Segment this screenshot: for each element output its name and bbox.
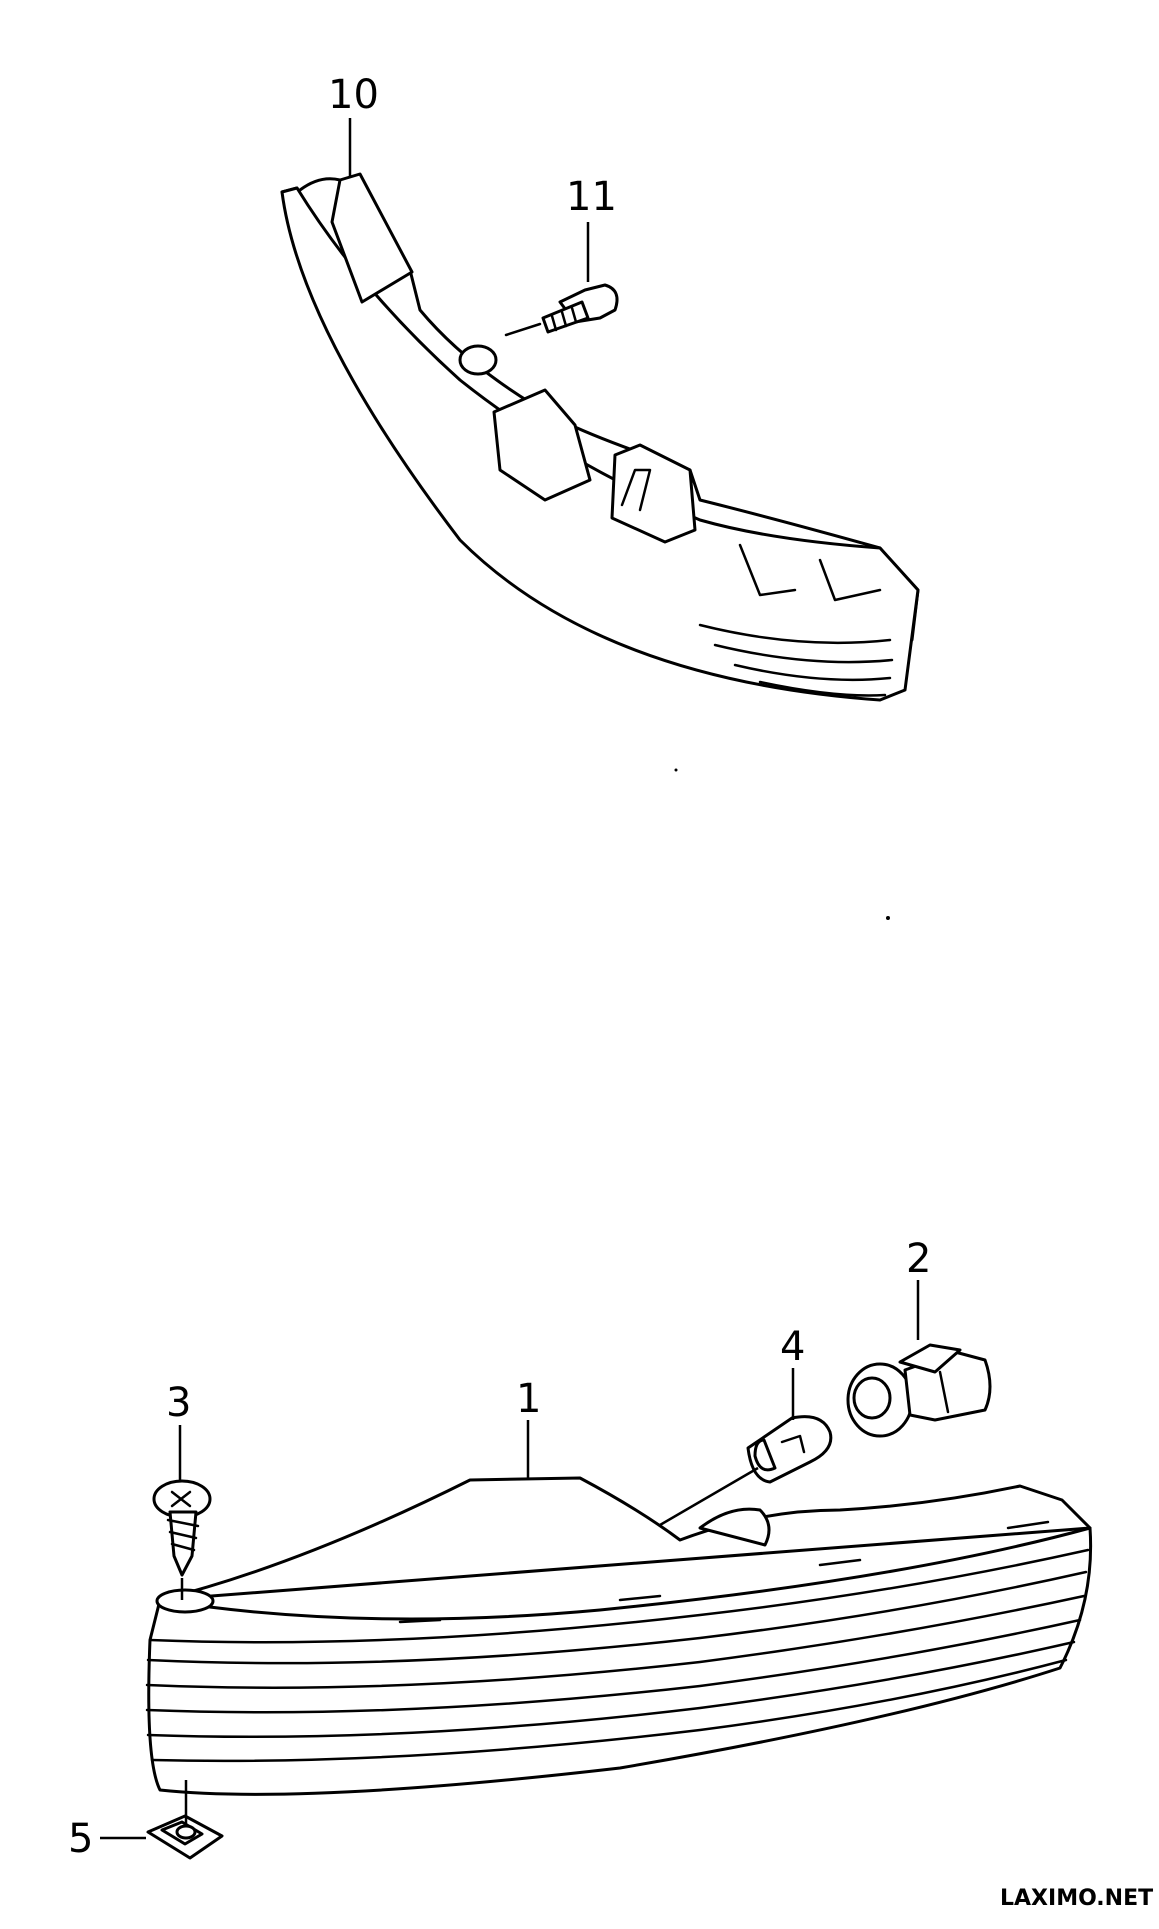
- part-2-bulb-socket[interactable]: [846, 1343, 992, 1438]
- part-11-screw[interactable]: [504, 283, 619, 337]
- leader-4b: [659, 1466, 759, 1527]
- watermark: LAXIMO.NET: [1000, 1886, 1154, 1911]
- part-1-turn-signal-lamp[interactable]: [145, 1476, 1093, 1796]
- part-3-screw[interactable]: [152, 1479, 212, 1577]
- callout-10: 10: [328, 72, 379, 118]
- callout-1: 1: [516, 1376, 541, 1422]
- callout-11: 11: [566, 174, 617, 220]
- callout-5: 5: [68, 1816, 93, 1862]
- callout-3: 3: [166, 1380, 191, 1426]
- scan-speck: [886, 916, 890, 920]
- part-5-clip-nut[interactable]: [146, 1814, 224, 1860]
- callout-4: 4: [780, 1324, 805, 1370]
- callout-2: 2: [906, 1236, 931, 1282]
- part-4-bulb[interactable]: [746, 1415, 833, 1484]
- part-10-trim-housing[interactable]: [280, 172, 920, 702]
- scan-speck: [674, 768, 678, 772]
